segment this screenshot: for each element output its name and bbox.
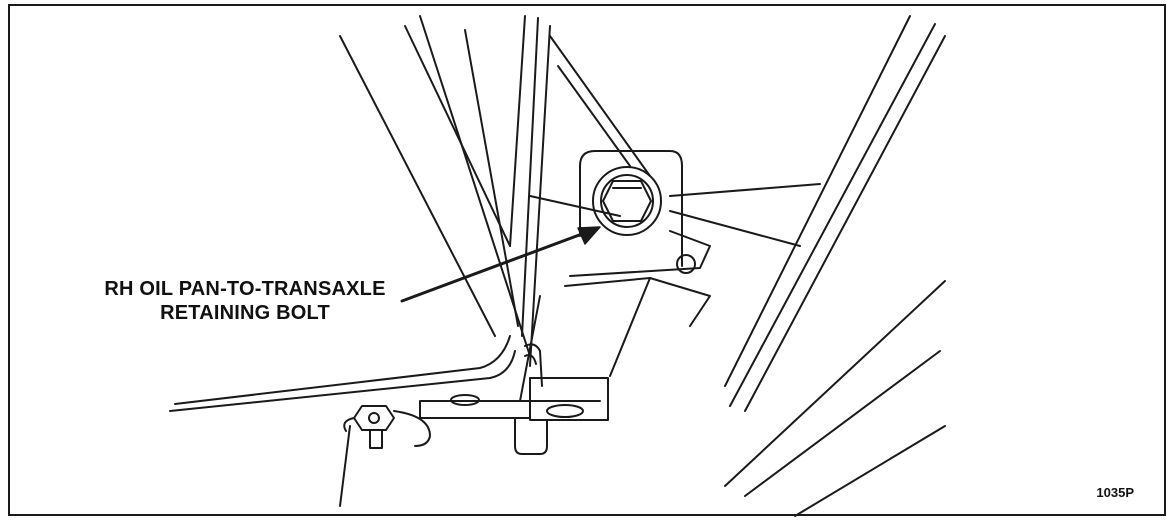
illustration-frame: RH OIL PAN-TO-TRANSAXLE RETAINING BOLT 1… <box>8 4 1166 517</box>
right-frame-rails <box>724 15 946 517</box>
pan-flange <box>509 15 551 367</box>
oil-pan-outline <box>169 15 531 507</box>
lower-bracket <box>419 343 609 455</box>
oil-pan-transaxle-line-drawing <box>169 15 946 517</box>
nut-icon <box>343 405 431 449</box>
callout-label: RH OIL PAN-TO-TRANSAXLE RETAINING BOLT <box>50 277 440 325</box>
figure-number: 1035P <box>1096 485 1134 500</box>
callout-line-2: RETAINING BOLT <box>160 302 330 324</box>
callout-arrow <box>400 226 601 303</box>
upper-bracket <box>529 35 821 247</box>
retaining-bolt-icon <box>592 166 662 236</box>
callout-line-1: RH OIL PAN-TO-TRANSAXLE <box>104 278 386 300</box>
